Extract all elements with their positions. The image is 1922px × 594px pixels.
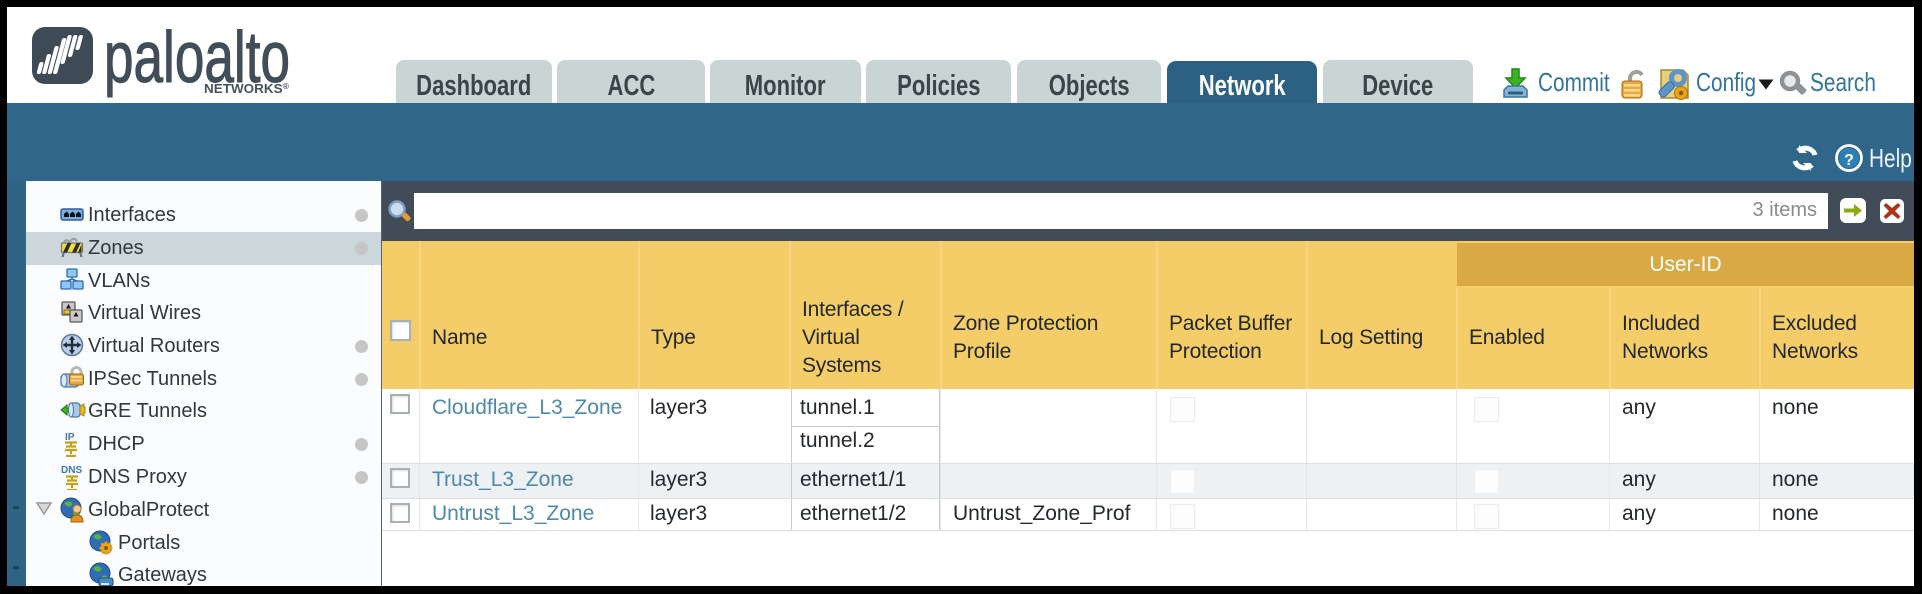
svg-text:?: ? xyxy=(1844,152,1854,169)
svg-text:IP: IP xyxy=(65,432,75,443)
svg-text:paloalto: paloalto xyxy=(104,25,290,98)
svg-text:NETWORKS®: NETWORKS® xyxy=(204,82,289,96)
svg-text:DNS: DNS xyxy=(61,465,82,476)
